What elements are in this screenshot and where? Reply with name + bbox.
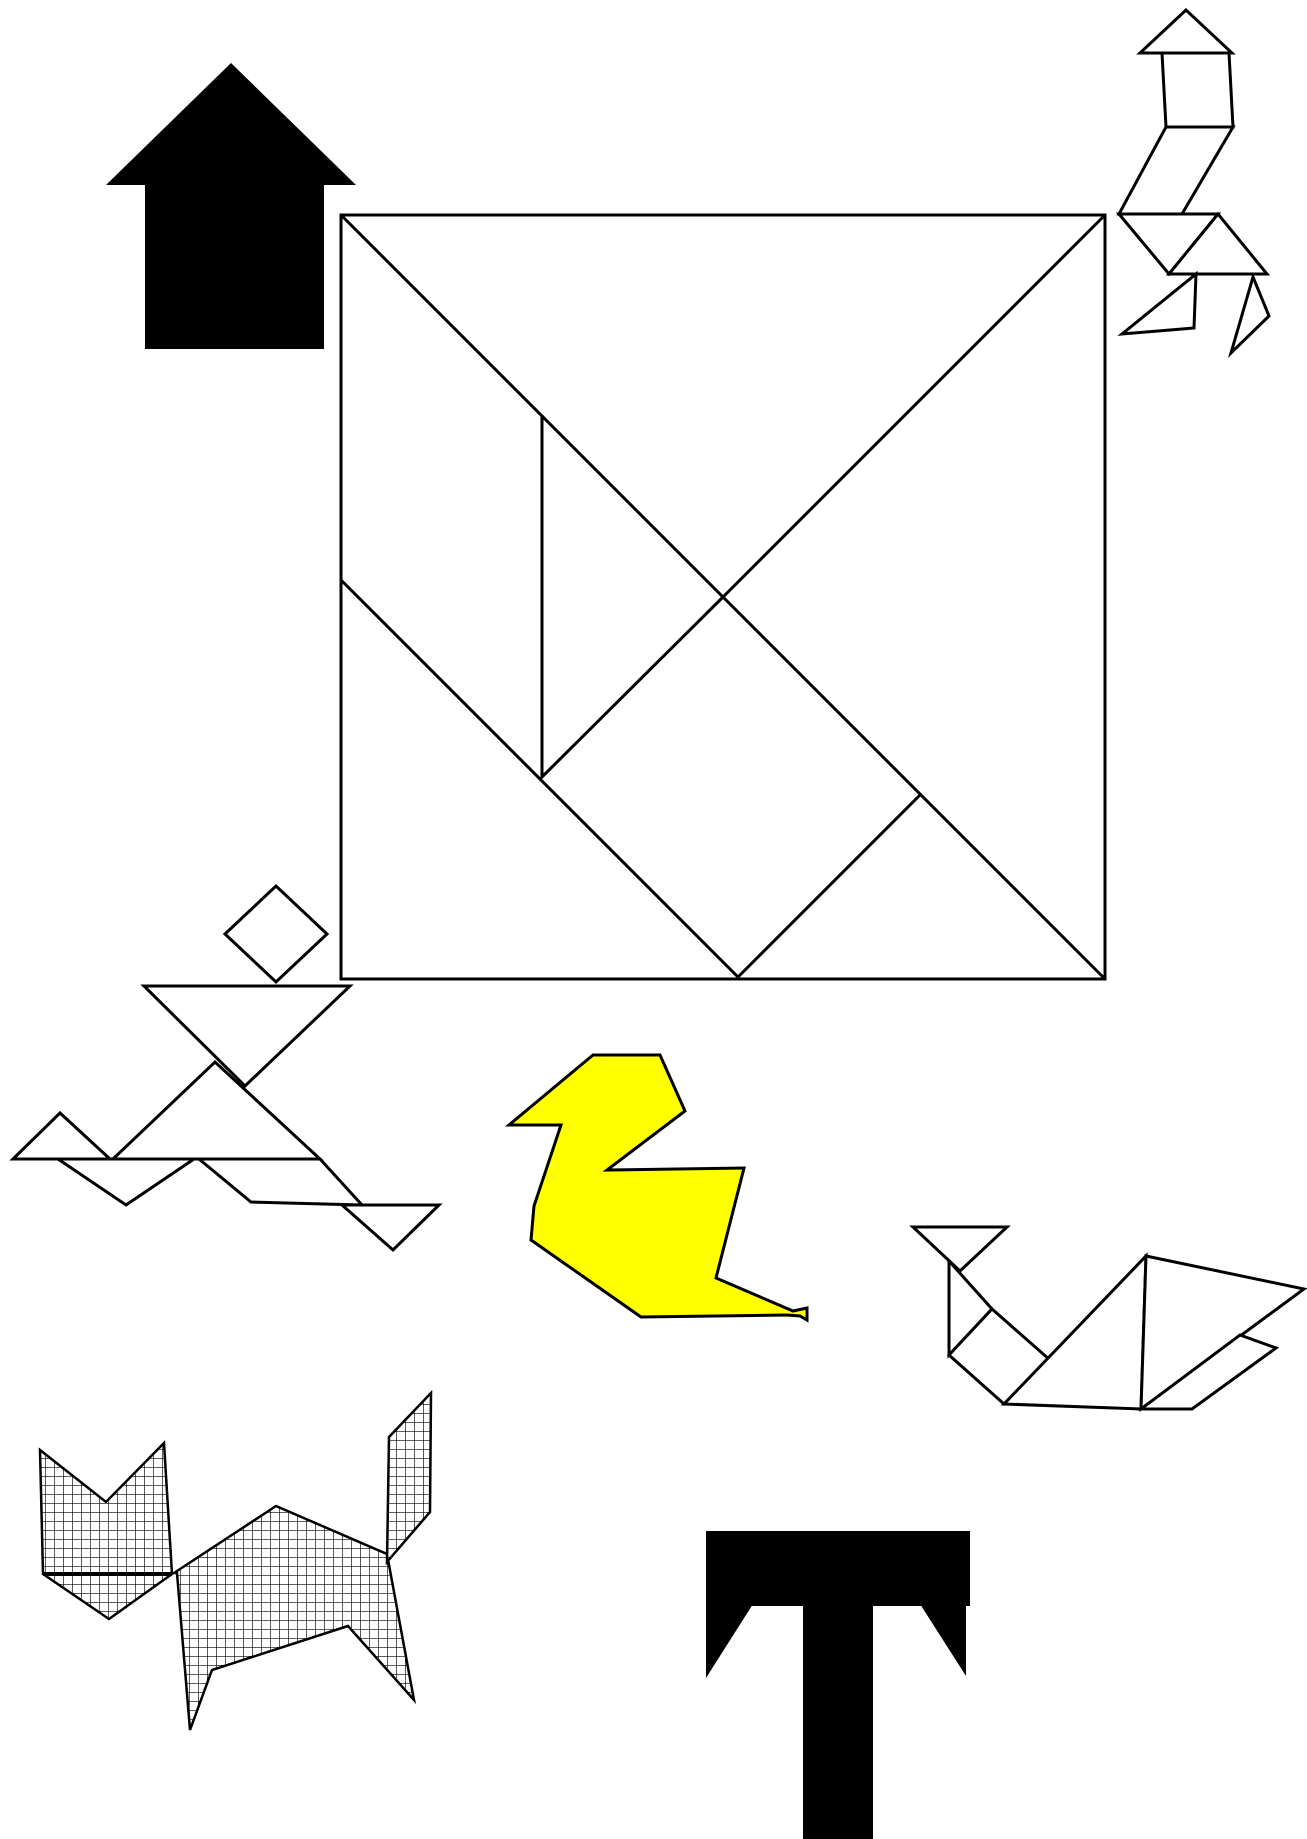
cat-tail (387, 1393, 431, 1562)
person-leg-triangle (58, 1159, 194, 1205)
bird-figure (1119, 10, 1269, 353)
swan-body-triangle (1004, 1256, 1146, 1409)
person-body-triangle (113, 1062, 320, 1159)
bird-head-triangle (1140, 10, 1232, 53)
cat-body (174, 1506, 414, 1730)
person-arm-triangle (13, 1113, 110, 1159)
t-stem (803, 1604, 873, 1839)
cat (40, 1393, 431, 1730)
duck (509, 1055, 807, 1320)
t-left-flap (706, 1604, 753, 1678)
tangram-square (341, 215, 1105, 979)
swan (913, 1227, 1304, 1409)
bird-neck-parallelogram (1119, 127, 1233, 214)
person-foot-triangle (342, 1205, 439, 1250)
bird-leg-right (1231, 277, 1269, 353)
person-torso-triangle (144, 986, 350, 1086)
person-head-square (225, 886, 327, 982)
bird-neck-square (1162, 53, 1233, 127)
bird-leg-left (1122, 274, 1196, 334)
cat-head (40, 1443, 172, 1619)
t-right-flap (920, 1604, 966, 1676)
t-top-bar (706, 1531, 970, 1606)
person-leg-parallelogram (199, 1159, 362, 1205)
letter-t (706, 1531, 970, 1839)
house (106, 63, 356, 349)
swan-head-triangle (913, 1227, 1007, 1271)
